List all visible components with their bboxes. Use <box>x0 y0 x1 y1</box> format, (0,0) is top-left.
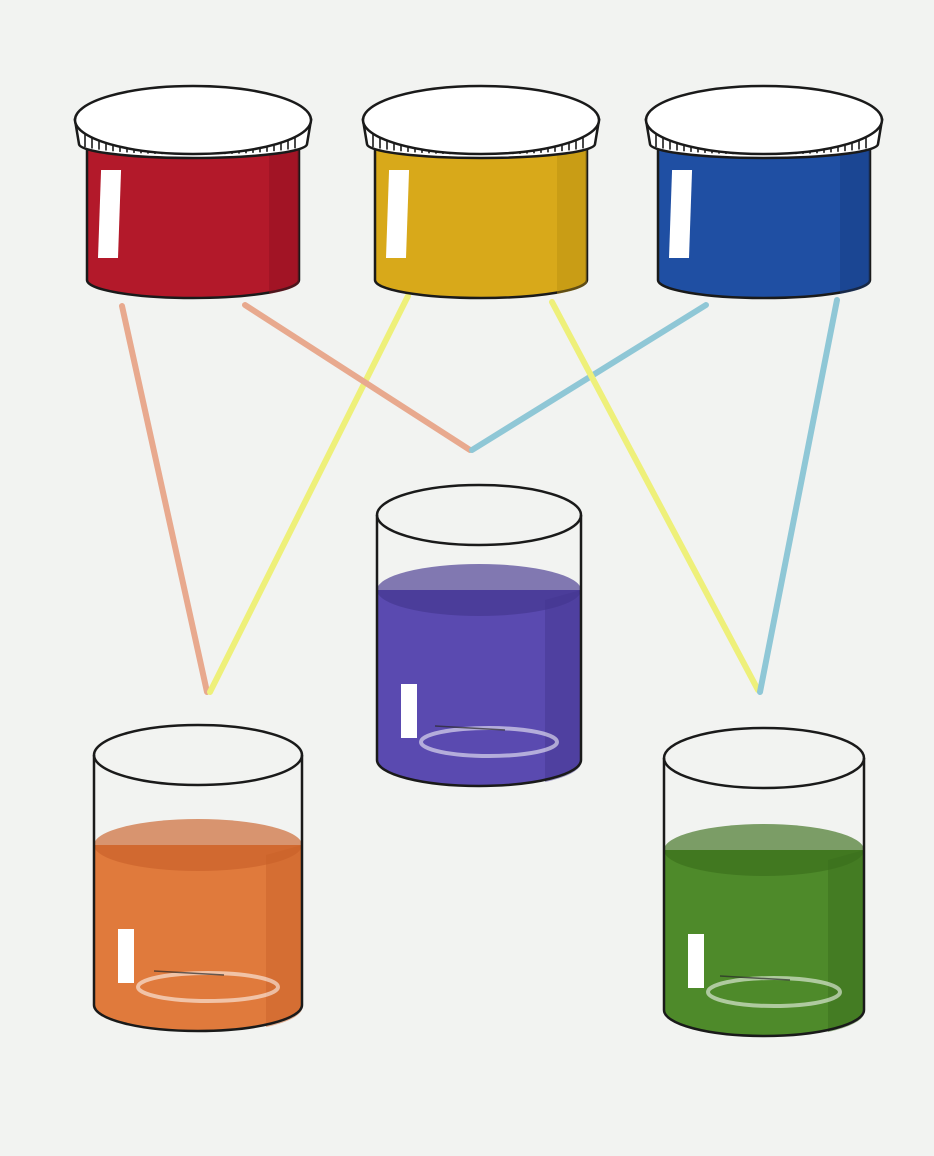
glass-liquid-surface <box>377 564 581 616</box>
glass-liquid-shade <box>266 845 302 1027</box>
glass-liquid-shade <box>828 850 864 1032</box>
jar-highlight <box>669 170 692 258</box>
jar-highlight <box>386 170 409 258</box>
red-paint-jar-icon <box>75 86 311 298</box>
glass-liquid-surface <box>664 824 864 876</box>
jar-shade <box>557 140 587 294</box>
jar-shade <box>269 140 299 294</box>
glass-highlight <box>401 684 417 738</box>
glass-liquid-surface <box>94 819 302 871</box>
jar-lid-top <box>75 86 311 154</box>
glass-liquid-shade <box>545 590 581 782</box>
glass-highlight <box>688 934 704 988</box>
glass-highlight <box>118 929 134 983</box>
jar-lid-top <box>363 86 599 154</box>
jar-shade <box>840 140 870 294</box>
jar-highlight <box>98 170 121 258</box>
jar-lid-top <box>646 86 882 154</box>
yellow-paint-jar-icon <box>363 86 599 298</box>
blue-paint-jar-icon <box>646 86 882 298</box>
